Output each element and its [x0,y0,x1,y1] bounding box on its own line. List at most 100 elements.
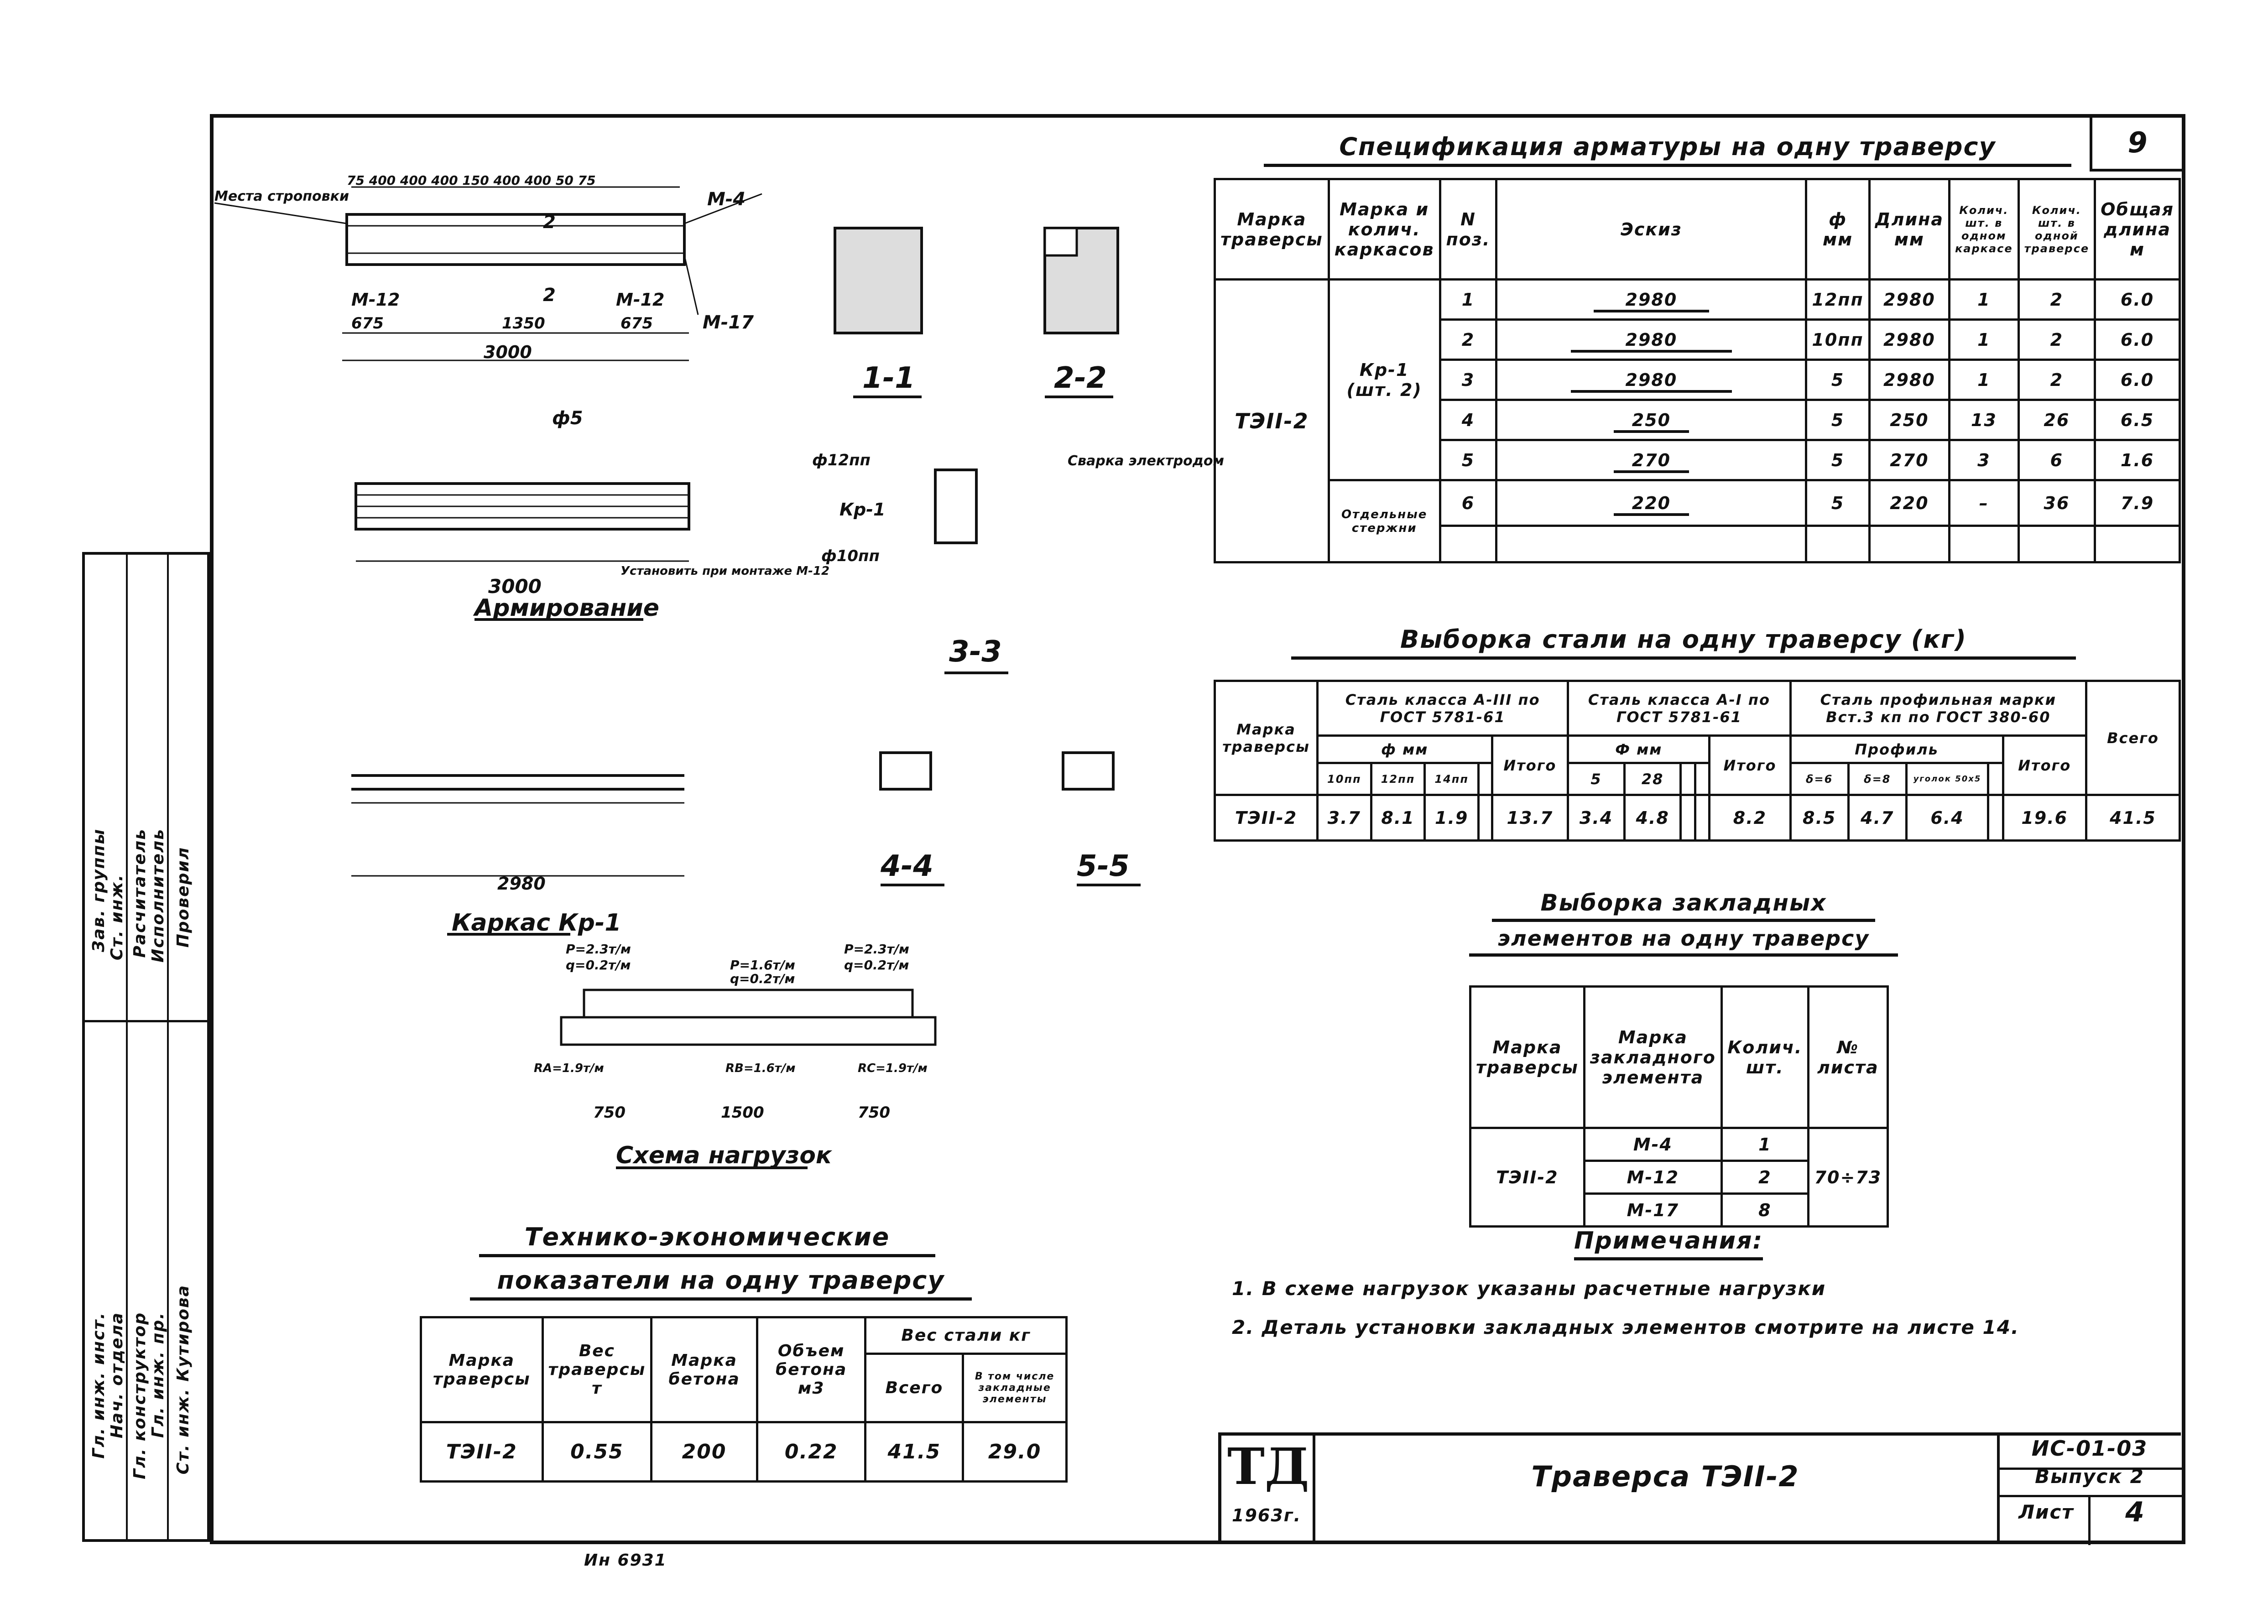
spec-len: 220 [1868,479,1951,527]
stamp-code: ИС-01-03 [2031,1436,2148,1461]
sec33-d10: ф10пп [821,547,880,565]
spec-n2: 2 [2017,318,2096,361]
steel-cell [1679,794,1696,842]
spec-d: 5 [1805,439,1871,481]
tech-h-steel: Вес стали кг [864,1316,1068,1355]
emb-marka: ТЭII-2 [1469,1127,1585,1228]
load-p2: P=1.6т/м [730,958,795,973]
embedded-table: Марка траверсы Марка закладного элемента… [1469,985,1889,1228]
side-role-2: Нач. отдела [108,1312,126,1439]
spec-sketch-len: 250 [1613,410,1689,433]
spec-sketch: 2980 [1495,278,1808,321]
spec-table: Марка траверсы Марка и колич. каркасов N… [1214,178,2181,563]
steel-sub [1679,762,1696,796]
side-role-7: Ст. инж. [108,874,126,961]
section-label: 1-1 [862,361,915,395]
facade-label: Места строповки [214,188,349,204]
emb-el: М-17 [1583,1192,1723,1228]
spec-len: 2980 [1868,318,1951,361]
spec-len: 270 [1868,439,1951,481]
drawing-frame [210,114,2185,1544]
spec-sketch-len: 220 [1613,493,1689,516]
spec-n2: 6 [2017,439,2096,481]
side-role-1: Гл. инж. инст. [89,1312,108,1459]
spec-n1: 3 [1948,439,2020,481]
armir-d5: ф5 [552,408,583,429]
facade-label: 675 [620,314,653,333]
steel-sub: 14пп [1423,762,1480,796]
tech-h-marka: Марка траверсы [420,1316,544,1423]
steel-sub: δ=6 [1789,762,1850,796]
load-dim: 750 [593,1103,626,1122]
spec-title: Спецификация арматуры на одну траверсу [1264,132,2071,167]
embedded-title-1: Выборка закладных [1492,890,1875,922]
steel-sub [1477,762,1493,796]
spec-separate: Отдельные стержни [1327,479,1441,563]
spec-sketch: 220 [1495,479,1808,527]
tech-h-concrete: Марка бетона [650,1316,758,1423]
karkas-length: 2980 [497,874,546,894]
facade-label: 3000 [484,342,532,362]
steel-h-a3: Сталь класса А-III по ГОСТ 5781-61 [1316,680,1569,737]
spec-h-karkas: Марка и колич. каркасов [1327,178,1441,281]
steel-cell [1694,794,1711,842]
steel-h-prof: Сталь профильная марки Вст.3 кп по ГОСТ … [1789,680,2088,737]
emb-sheets: 70÷73 [1807,1127,1889,1228]
steel-cell: 8.5 [1789,794,1850,842]
spec-n2: 2 [2017,278,2096,321]
spec-pos: 4 [1439,399,1498,441]
tech-title-1: Технико-экономические [479,1223,935,1257]
facade-label: М-12 [351,290,400,310]
spec-total: 1.6 [2094,439,2181,481]
steel-sub: 10пп [1316,762,1372,796]
tech-cell: 0.55 [541,1421,653,1483]
steel-cell: 41.5 [2085,794,2181,842]
section-label: 5-5 [1077,849,1130,883]
spec-sketch-len: 2980 [1593,289,1710,312]
karkas-drawing: 2980 Каркас Кр-1 [351,774,684,937]
sheet-number: 9 [2090,116,2184,172]
bottom-code: Ин 6931 [584,1551,667,1570]
tech-h-volume: Объем бетона м3 [756,1316,867,1423]
section-label: 4-4 [880,849,933,883]
spec-d: 10пп [1805,318,1871,361]
steel-h-itogo: Итого [2002,734,2087,796]
armir-title: Армирование [473,594,659,622]
steel-h-itogo: Итого [1708,734,1792,796]
emb-h-el: Марка закладного элемента [1583,985,1723,1129]
tech-h-all: Всего [864,1353,965,1423]
steel-sub: 5 [1567,762,1626,796]
load-dim: 1500 [721,1103,764,1122]
section-label: 3-3 [949,635,1002,669]
emb-h-count: Колич. шт. [1720,985,1809,1129]
load-dim: 750 [858,1103,890,1122]
load-q3: q=0.2т/м [844,958,909,973]
tech-h-weight: Вес траверсы т [541,1316,653,1423]
spec-sketch: 2980 [1495,318,1808,361]
armir-length: 3000 [488,575,542,598]
spec-len: 250 [1868,399,1951,441]
stamp-issue: Выпуск 2 [2035,1465,2144,1488]
load-p1: P=2.3т/м [566,942,631,957]
steel-cell: 8.1 [1370,794,1426,842]
steel-cell: 1.9 [1423,794,1480,842]
embedded-title-2: элементов на одну траверсу [1469,926,1898,957]
spec-sketch-len: 270 [1613,450,1689,473]
karkas-title: Каркас Кр-1 [452,909,621,937]
spec-h-sketch: Эскиз [1495,178,1808,281]
tech-cell: 0.22 [756,1421,867,1483]
note-2: 2. Деталь установки закладных элементов … [1232,1316,2019,1338]
spec-len: 2980 [1868,278,1951,321]
side-role-8: Расчитатель [130,828,149,958]
steel-cell: 19.6 [2002,794,2087,842]
spec-pos: 5 [1439,439,1498,481]
steel-h-total: Всего [2085,680,2181,796]
stamp-sheet: 4 [2125,1496,2145,1528]
spec-h-marka: Марка траверсы [1214,178,1330,281]
load-ra: RA=1.9т/м [534,1062,604,1075]
section-4-5: 4-4 5-5 [879,751,1141,886]
spec-n2: 2 [2017,359,2096,401]
steel-h-marka: Марка траверсы [1214,680,1319,796]
side-role-9: Исполнитель [149,828,167,963]
spec-d: 12пп [1805,278,1871,321]
